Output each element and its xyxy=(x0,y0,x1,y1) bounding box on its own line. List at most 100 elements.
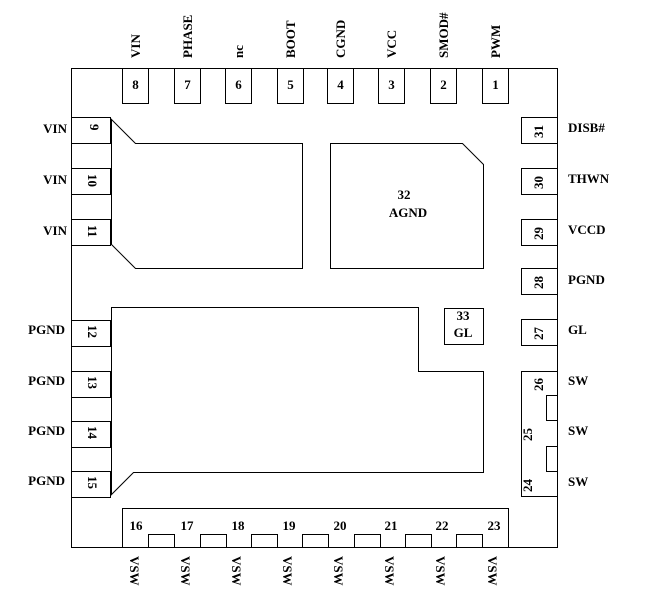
pin-number: 10 xyxy=(85,174,100,187)
pin-label: VSW xyxy=(382,556,397,586)
pin-label: nc xyxy=(231,45,246,58)
pin-number: 18 xyxy=(232,518,246,533)
pin-number: 29 xyxy=(531,227,546,241)
pin-2: 2 SMOD# xyxy=(430,12,457,104)
pgnd-sw-pad xyxy=(111,307,484,496)
pin-label: SW xyxy=(568,373,588,388)
pin-number: 4 xyxy=(337,77,344,92)
pin-number: 16 xyxy=(130,518,144,533)
pin-label: PGND xyxy=(28,373,65,388)
pin-number: 12 xyxy=(85,325,100,338)
pin-number: 17 xyxy=(181,518,195,533)
pad-32-label: AGND xyxy=(389,205,427,220)
pin-number: 2 xyxy=(440,77,447,92)
pin-label: THWN xyxy=(568,171,610,186)
pin-number: 31 xyxy=(531,125,546,138)
pin-11: 11 VIN xyxy=(43,219,111,246)
pin-number: 22 xyxy=(436,518,449,533)
pin-number: 9 xyxy=(87,124,102,131)
svg-text:VSW: VSW xyxy=(485,556,500,586)
vsw-strip xyxy=(122,508,509,548)
pin-label: PWM xyxy=(488,25,503,58)
pin-label: VIN xyxy=(128,34,143,58)
pin-label: VIN xyxy=(43,172,67,187)
pin-5: 5 BOOT xyxy=(277,20,304,104)
pin-19: 19 VSW xyxy=(280,518,296,586)
pin-30: 30 THWN xyxy=(521,168,610,195)
pin-label: VSW xyxy=(229,556,244,586)
pin-label: SW xyxy=(568,423,588,438)
pin-18: 18 VSW xyxy=(229,518,245,586)
pin-label: PGND xyxy=(28,322,65,337)
pad-33-label: GL xyxy=(454,325,473,340)
pin-number: 25 xyxy=(520,428,535,442)
pin-label: VSW xyxy=(331,556,346,586)
pin-label: GL xyxy=(568,322,587,337)
pin-27: 27 GL xyxy=(521,319,587,346)
pin-number: 3 xyxy=(388,77,395,92)
pin-label: VIN xyxy=(43,121,67,136)
pin-13: 13 PGND xyxy=(28,371,111,398)
pin-number: 8 xyxy=(132,77,139,92)
pin-label: VCC xyxy=(384,30,399,58)
pin-4: 4 CGND xyxy=(327,20,354,104)
pin-9: 9 VIN xyxy=(43,117,111,144)
pin-number: 27 xyxy=(531,327,546,341)
pin-label: BOOT xyxy=(283,20,298,58)
sw-pad-right xyxy=(521,371,558,497)
pin-20: 20 VSW xyxy=(331,518,347,586)
pin-number: 19 xyxy=(283,518,297,533)
pin-label: DISB# xyxy=(568,120,605,135)
pin-21: 21 VSW xyxy=(382,518,398,586)
pin-number: 20 xyxy=(334,518,347,533)
pin-25: 25 SW xyxy=(520,423,588,441)
pin-number: 14 xyxy=(85,426,100,440)
vin-pad xyxy=(111,118,303,269)
pin-31: 31 DISB# xyxy=(521,117,605,144)
pin-24: 24 SW xyxy=(520,474,588,492)
pad-33-number: 33 xyxy=(457,308,471,323)
pin-number: 1 xyxy=(492,77,499,92)
pin-number: 28 xyxy=(531,276,546,290)
pin-label: PGND xyxy=(28,473,65,488)
pin-number: 6 xyxy=(235,77,242,92)
pin-number: 5 xyxy=(287,77,294,92)
pin-23: 23 xyxy=(488,518,502,533)
pin-1: 1 PWM xyxy=(482,25,509,104)
pin-label: PGND xyxy=(568,272,605,287)
pin-label: VIN xyxy=(43,223,67,238)
pin-label: VSW xyxy=(127,556,142,586)
pin-number: 11 xyxy=(85,225,100,237)
pin-28: 28 PGND xyxy=(521,268,605,295)
pin-number: 23 xyxy=(488,518,502,533)
pin-label: SW xyxy=(568,474,588,489)
pin-label: PGND xyxy=(28,423,65,438)
pin-15: 15 PGND xyxy=(28,471,111,498)
pin-number: 21 xyxy=(385,518,398,533)
gl-pad xyxy=(444,308,484,345)
pin-6: 6 nc xyxy=(225,45,252,104)
pin-16: 16 VSW xyxy=(127,518,143,586)
pin-17: 17 VSW xyxy=(178,518,194,586)
pin-26: 26 SW xyxy=(531,373,588,391)
pin-label: VSW xyxy=(433,556,448,586)
pin-number: 30 xyxy=(531,176,546,189)
pin-29: 29 VCCD xyxy=(521,219,606,246)
agnd-pad xyxy=(330,143,484,269)
pin-label: VSW xyxy=(178,556,193,586)
pin-number: 13 xyxy=(85,376,100,390)
package-outline xyxy=(71,68,558,548)
pin-14: 14 PGND xyxy=(28,421,111,448)
pin-10: 10 VIN xyxy=(43,168,111,195)
pin-3: 3 VCC xyxy=(378,30,405,104)
pin-label: PHASE xyxy=(180,15,195,58)
pin-23-vsw-label: VSW xyxy=(485,556,500,586)
pin-7: 7 PHASE xyxy=(174,15,201,104)
pin-label: CGND xyxy=(333,20,348,58)
pin-number: 26 xyxy=(531,378,546,392)
pin-12: 12 PGND xyxy=(28,320,111,347)
pin-label: SMOD# xyxy=(436,12,451,58)
pin-22: 22 VSW xyxy=(433,518,449,586)
pin-label: VCCD xyxy=(568,222,606,237)
